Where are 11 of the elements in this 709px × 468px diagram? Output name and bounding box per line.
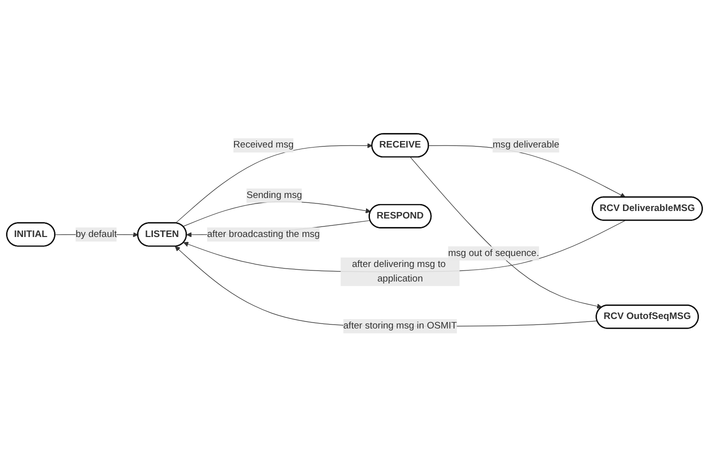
edge-label: Received msg — [233, 140, 294, 151]
edge-label: Sending msg — [246, 190, 302, 201]
edge-label: msg out of sequence. — [448, 248, 540, 259]
edge-label: by default — [76, 230, 117, 240]
arrow — [174, 246, 598, 327]
edge-label: after broadcasting the msg — [207, 230, 320, 240]
edge-label: msg deliverable — [492, 140, 560, 151]
edge-label: after storing msg in OSMIT — [343, 321, 457, 332]
edge-label: after delivering msg to application — [352, 260, 446, 284]
arrow — [410, 157, 602, 310]
arrow — [175, 143, 372, 224]
